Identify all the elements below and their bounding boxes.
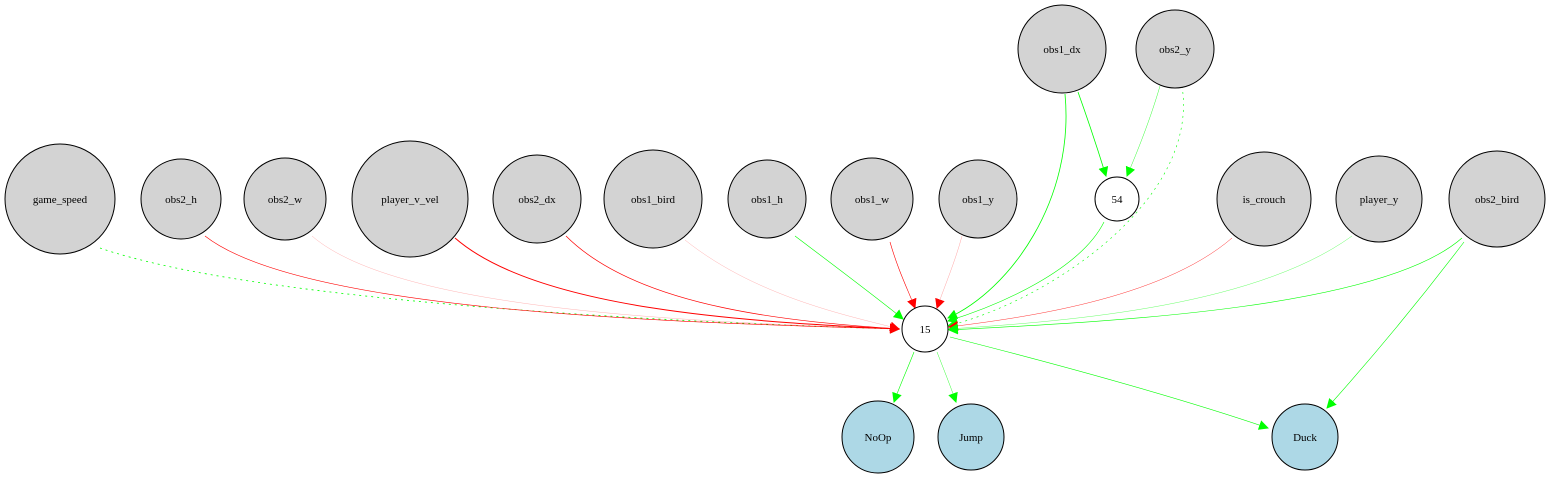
node-player-v-vel-label: player_v_vel [381,194,438,206]
node-player-y-circle [1335,155,1423,243]
node-jump-label: Jump [959,432,983,444]
node-54-label: 54 [1112,194,1124,206]
edge-obs2-bird-to-15 [948,237,1463,335]
edge-obs2-dx-to-15 [565,235,900,334]
node-15: 15 [901,305,949,353]
node-15-circle [901,305,949,353]
node-obs1-y-label: obs1_y [962,194,994,206]
node-obs2-dx-label: obs2_dx [518,194,556,206]
edge-obs2-w-to-15 [311,235,900,334]
node-obs1-h-label: obs1_h [751,194,783,206]
node-obs1-bird-label: obs1_bird [631,194,676,206]
node-obs2-dx-circle [492,154,582,244]
edges [99,85,1465,430]
node-obs1-bird-circle [603,149,703,249]
edge-15-to-duck [949,336,1269,430]
node-obs1-h: obs1_h [727,159,807,239]
node-duck-circle [1271,403,1339,471]
node-duck: Duck [1271,403,1339,471]
edge-obs2-h-to-15 [204,235,900,334]
edge-player-v-vel-to-15 [454,237,900,334]
node-54: 54 [1094,176,1140,222]
edge-obs1-dx-to-15 [947,93,1067,319]
node-game-speed-label: game_speed [33,194,88,206]
node-duck-label: Duck [1293,432,1317,444]
node-obs2-y-label: obs2_y [1159,44,1191,56]
edge-obs2-y-to-54 [1125,85,1161,177]
node-obs2-bird-label: obs2_bird [1475,194,1520,206]
node-is-crouch-circle [1216,151,1312,247]
node-obs1-dx-circle [1017,4,1107,94]
node-obs1-w: obs1_w [830,157,914,241]
edge-obs1-dx-to-54 [1077,91,1109,177]
node-player-y: player_y [1335,155,1423,243]
node-noop-label: NoOp [865,432,892,444]
node-obs2-w: obs2_w [243,157,327,241]
node-obs2-w-label: obs2_w [268,194,302,206]
node-obs1-dx-label: obs1_dx [1043,44,1081,56]
nodes: obs1_dx obs2_y game_speed obs2_h obs2_w … [4,4,1546,474]
node-jump-circle [937,403,1005,471]
edge-player-y-to-15 [948,235,1353,334]
node-game-speed: game_speed [4,143,116,255]
node-obs1-y-circle [938,159,1018,239]
node-noop: NoOp [841,400,915,474]
edge-obs1-w-to-15 [889,241,917,309]
node-obs1-y: obs1_y [938,159,1018,239]
edge-obs1-bird-to-15 [684,239,900,332]
node-obs2-bird-circle [1448,150,1546,248]
node-player-v-vel-circle [351,140,469,258]
node-is-crouch: is_crouch [1216,151,1312,247]
edge-54-to-15 [947,221,1105,324]
node-obs1-w-circle [830,157,914,241]
node-obs2-y-circle [1135,9,1215,89]
node-obs2-w-circle [243,157,327,241]
node-game-speed-circle [4,143,116,255]
node-obs2-h-circle [140,158,222,240]
node-obs2-h: obs2_h [140,158,222,240]
node-player-v-vel: player_v_vel [351,140,469,258]
node-obs1-bird: obs1_bird [603,149,703,249]
edge-obs1-y-to-15 [935,235,963,309]
node-obs1-w-label: obs1_w [855,194,889,206]
node-15-label: 15 [920,324,932,336]
node-obs2-dx: obs2_dx [492,154,582,244]
edge-is-crouch-to-15 [948,237,1233,331]
edge-obs1-h-to-15 [794,235,904,320]
node-player-y-label: player_y [1360,194,1399,206]
node-obs1-dx: obs1_dx [1017,4,1107,94]
edge-obs2-bird-to-duck [1326,241,1465,409]
node-obs2-h-label: obs2_h [165,194,197,206]
edge-15-to-jump [936,351,958,403]
node-is-crouch-label: is_crouch [1243,194,1286,206]
node-obs1-h-circle [727,159,807,239]
node-obs2-y: obs2_y [1135,9,1215,89]
node-noop-circle [841,400,915,474]
node-obs2-bird: obs2_bird [1448,150,1546,248]
node-54-circle [1094,176,1140,222]
edge-game-speed-to-15 [99,247,900,334]
edge-15-to-noop [892,351,915,403]
node-jump: Jump [937,403,1005,471]
